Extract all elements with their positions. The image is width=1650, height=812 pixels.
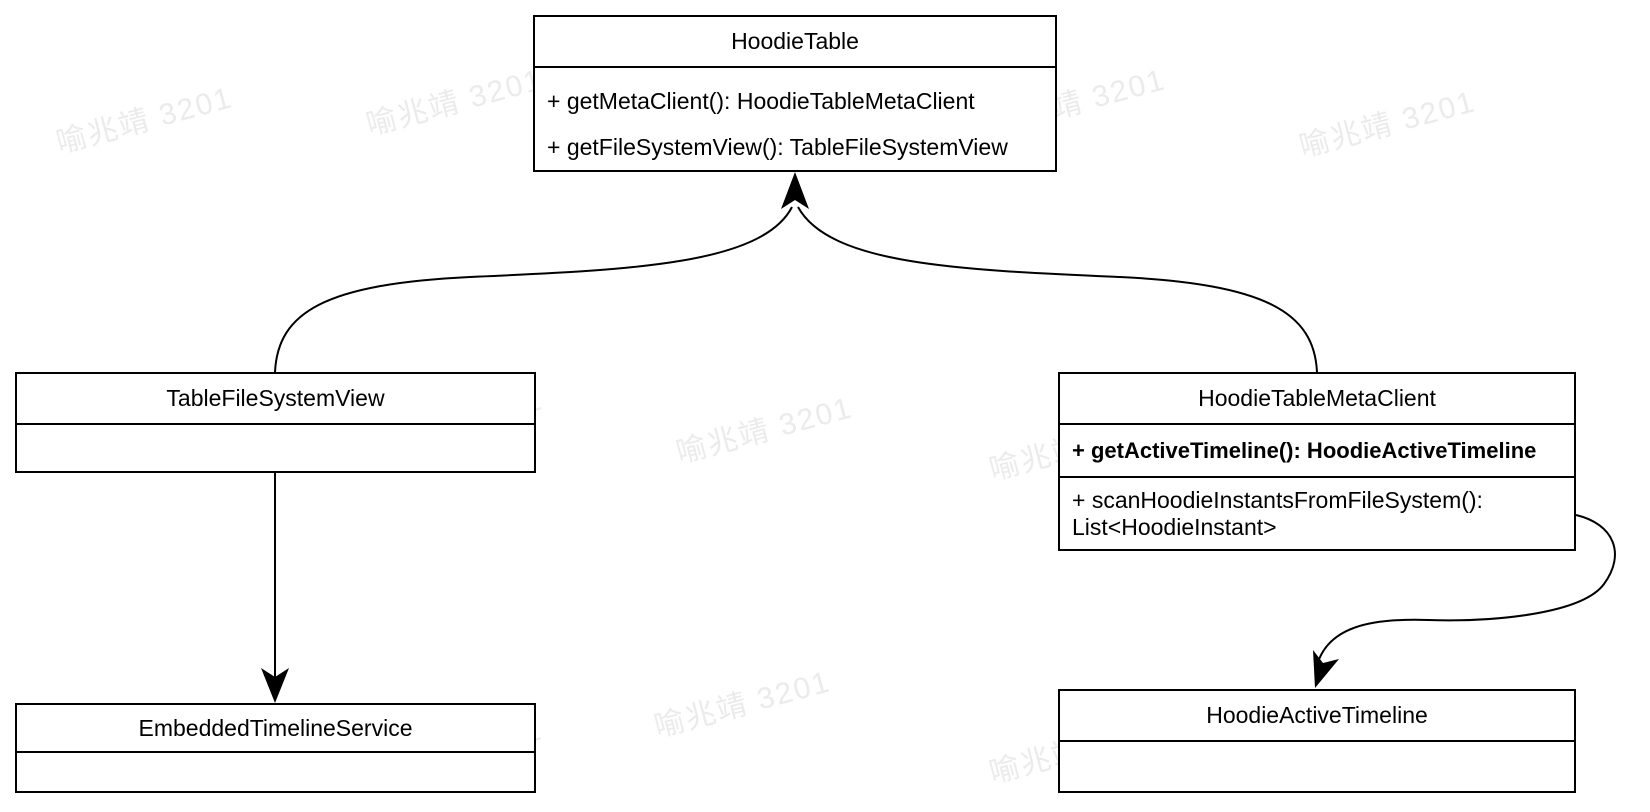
class-title-tablefilesystemview: TableFileSystemView bbox=[17, 374, 534, 425]
arrowhead-into-hoodieactivetimeline bbox=[1313, 650, 1339, 688]
class-box-hoodieactivetimeline: HoodieActiveTimeline bbox=[1058, 689, 1576, 793]
arrowhead-into-hoodietable bbox=[781, 172, 809, 209]
class-box-hoodietable: HoodieTable + getMetaClient(): HoodieTab… bbox=[533, 15, 1057, 172]
method-getmetaclient: + getMetaClient(): HoodieTableMetaClient bbox=[547, 88, 975, 114]
edge-hoodietablemetaclient-to-hoodieactivetimeline bbox=[1317, 514, 1616, 663]
method-getactivetimeline: + getActiveTimeline(): HoodieActiveTimel… bbox=[1060, 425, 1574, 478]
edge-hoodietablemetaclient-to-hoodietable bbox=[797, 206, 1318, 373]
method-scanhoodieinstantsfromfilesystem: + scanHoodieInstantsFromFileSystem(): Li… bbox=[1072, 487, 1483, 540]
class-empty-compartment bbox=[1060, 742, 1574, 791]
class-box-tablefilesystemview: TableFileSystemView bbox=[15, 372, 536, 473]
class-title-hoodietablemetaclient: HoodieTableMetaClient bbox=[1060, 374, 1574, 425]
class-methods-hoodietable: + getMetaClient(): HoodieTableMetaClient… bbox=[535, 68, 1055, 170]
class-empty-compartment bbox=[17, 425, 534, 471]
class-title-hoodietable: HoodieTable bbox=[535, 17, 1055, 68]
class-title-hoodieactivetimeline: HoodieActiveTimeline bbox=[1060, 691, 1574, 742]
method-getfilesystemview: + getFileSystemView(): TableFileSystemVi… bbox=[547, 134, 1008, 160]
arrowhead-into-embeddedtimelineservice bbox=[261, 668, 289, 703]
class-box-hoodietablemetaclient: HoodieTableMetaClient + getActiveTimelin… bbox=[1058, 372, 1576, 551]
class-empty-compartment bbox=[17, 753, 534, 791]
edge-tablefilesystemview-to-hoodietable bbox=[274, 206, 793, 373]
class-box-embeddedtimelineservice: EmbeddedTimelineService bbox=[15, 703, 536, 793]
class-title-embeddedtimelineservice: EmbeddedTimelineService bbox=[17, 705, 534, 753]
